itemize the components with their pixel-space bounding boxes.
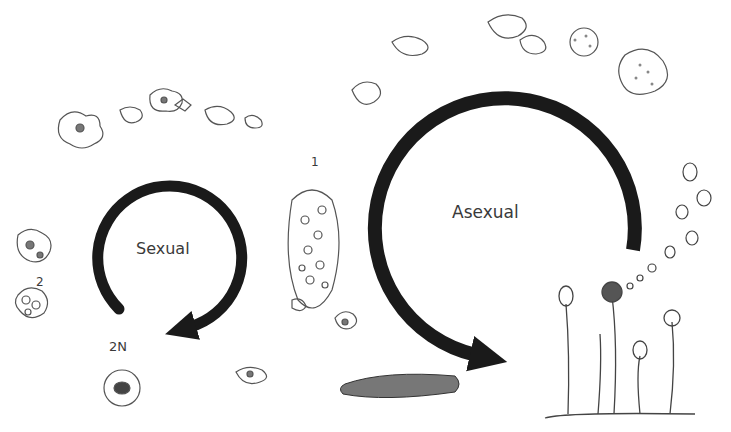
fruiting-body: [602, 282, 622, 302]
macrocyst: [15, 288, 140, 406]
fruiting-body: [545, 282, 695, 418]
migrating-slug: [340, 374, 459, 397]
macrocyst: [22, 296, 30, 304]
aggregation-stream: [288, 190, 339, 308]
cycle-label: Asexual: [452, 203, 519, 222]
amoeba-cell: [58, 112, 103, 148]
aggregation-stream: [292, 299, 306, 311]
spore: [627, 283, 633, 289]
amoeba-cell: [342, 319, 348, 325]
aggregation-stream: [304, 246, 312, 254]
spore: [686, 231, 698, 245]
spore: [683, 163, 697, 181]
amoeba-cell: [26, 241, 34, 249]
fruiting-body: [559, 286, 573, 306]
amoeba-cell: [205, 106, 234, 124]
spore: [697, 190, 711, 206]
amoeba-cell: [17, 229, 51, 261]
spore-dots: [647, 71, 650, 74]
amoeba-cell: [120, 107, 142, 123]
amoeba-cell: [245, 115, 262, 128]
amoeba-cell: [488, 15, 526, 38]
amoeba-cell: [76, 124, 84, 132]
amoeba-cell: [570, 28, 598, 56]
amoeba-cell: [37, 252, 43, 258]
fruiting-body: [638, 356, 640, 414]
amoeba-cell: [17, 15, 667, 384]
aggregation-stream: [301, 216, 309, 224]
fruiting-body: [598, 334, 601, 414]
spore: [648, 264, 656, 272]
macrocyst: [32, 301, 40, 309]
amoeba-cell: [352, 82, 381, 104]
spore-dots: [639, 64, 642, 67]
spore: [637, 275, 643, 281]
aggregation-stream: [299, 265, 305, 271]
spore-dots: [585, 35, 588, 38]
callout-number: 2: [36, 276, 44, 289]
spore-dots: [574, 39, 577, 42]
aggregation-stream: [288, 190, 339, 311]
fruiting-body: [566, 304, 569, 414]
fruiting-body: [633, 341, 647, 359]
macrocyst: [25, 309, 31, 315]
spore-dots: [574, 35, 654, 86]
amoeba-cell: [335, 312, 357, 329]
amoeba-cell: [236, 367, 267, 383]
macrocyst: [104, 370, 140, 406]
fruiting-body: [612, 296, 616, 414]
aggregation-stream: [316, 261, 324, 269]
migrating-slug: [340, 374, 459, 397]
aggregation-stream: [314, 231, 322, 239]
spore-dots: [635, 77, 638, 80]
amoeba-cell: [247, 371, 253, 377]
spore-dots: [651, 83, 654, 86]
fruiting-body: [545, 414, 695, 419]
asexual-cycle-arrow: [375, 98, 635, 355]
fruiting-body: [670, 322, 674, 414]
aggregation-stream: [306, 276, 314, 284]
macrocyst: [114, 382, 130, 394]
callout-number: 1: [311, 156, 319, 169]
fruiting-body: [664, 310, 680, 326]
spore: [665, 246, 675, 258]
aggregation-stream: [318, 206, 326, 214]
cycle-label: Sexual: [136, 240, 190, 258]
aggregation-stream: [322, 282, 328, 288]
spore-dots: [589, 45, 592, 48]
amoeba-cell: [392, 36, 428, 55]
macrocyst: [15, 288, 47, 318]
amoeba-cell: [520, 35, 546, 54]
amoeba-cell: [175, 99, 191, 111]
ploidy-label: 2N: [109, 340, 127, 354]
spore: [676, 205, 688, 219]
sexual-cycle-arrow: [98, 186, 242, 327]
amoeba-cell: [150, 89, 182, 112]
amoeba-cell: [161, 97, 167, 103]
spore: [627, 163, 711, 289]
amoeba-cell: [619, 49, 668, 94]
